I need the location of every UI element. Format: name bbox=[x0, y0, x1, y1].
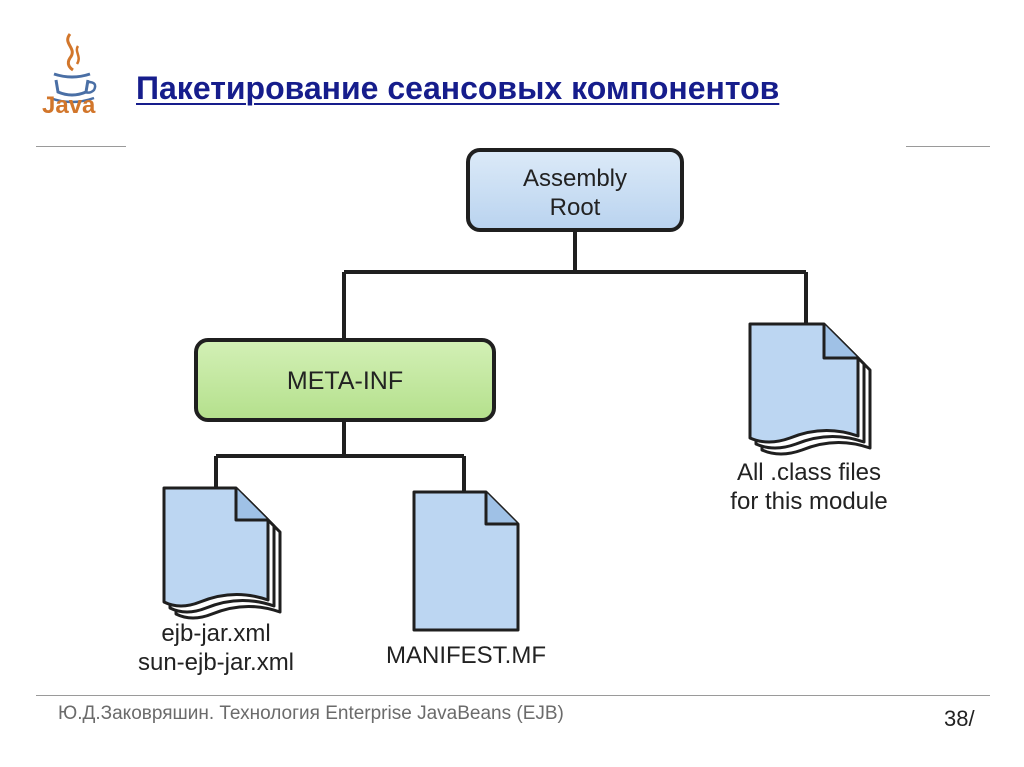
ejb-xml-label-line2: sun-ejb-jar.xml bbox=[138, 649, 294, 676]
class-files-label-line2: for this module bbox=[730, 488, 887, 515]
java-coffee-cup-icon bbox=[49, 33, 97, 104]
slide-title: Пакетирование сеансовых компонентов bbox=[136, 70, 780, 106]
assembly-root-node: Assembly Root bbox=[466, 148, 684, 232]
packaging-tree-diagram: Assembly Root META-INF ejb-jar.xml sun-e… bbox=[138, 148, 888, 676]
title-divider-right bbox=[906, 146, 990, 147]
title-divider-left bbox=[36, 146, 126, 147]
assembly-root-label-line1: Assembly bbox=[523, 165, 627, 192]
meta-inf-label: META-INF bbox=[287, 367, 403, 395]
footer-divider bbox=[36, 695, 990, 696]
class-files-label-line1: All .class files bbox=[737, 459, 881, 486]
ejb-xml-documents-icon bbox=[162, 486, 282, 620]
class-files-documents-icon bbox=[748, 322, 872, 456]
java-logo-text: Java bbox=[42, 92, 96, 119]
page-number: 38/ bbox=[944, 706, 975, 731]
ejb-xml-label-line1: ejb-jar.xml bbox=[161, 620, 270, 647]
meta-inf-node: META-INF bbox=[194, 338, 496, 422]
footer-author-text: Ю.Д.Заковряшин. Технология Enterprise Ja… bbox=[58, 703, 564, 724]
connector-lines bbox=[214, 228, 808, 492]
manifest-document-icon bbox=[412, 490, 520, 632]
assembly-root-label-line2: Root bbox=[550, 194, 601, 221]
manifest-label: MANIFEST.MF bbox=[386, 642, 546, 669]
